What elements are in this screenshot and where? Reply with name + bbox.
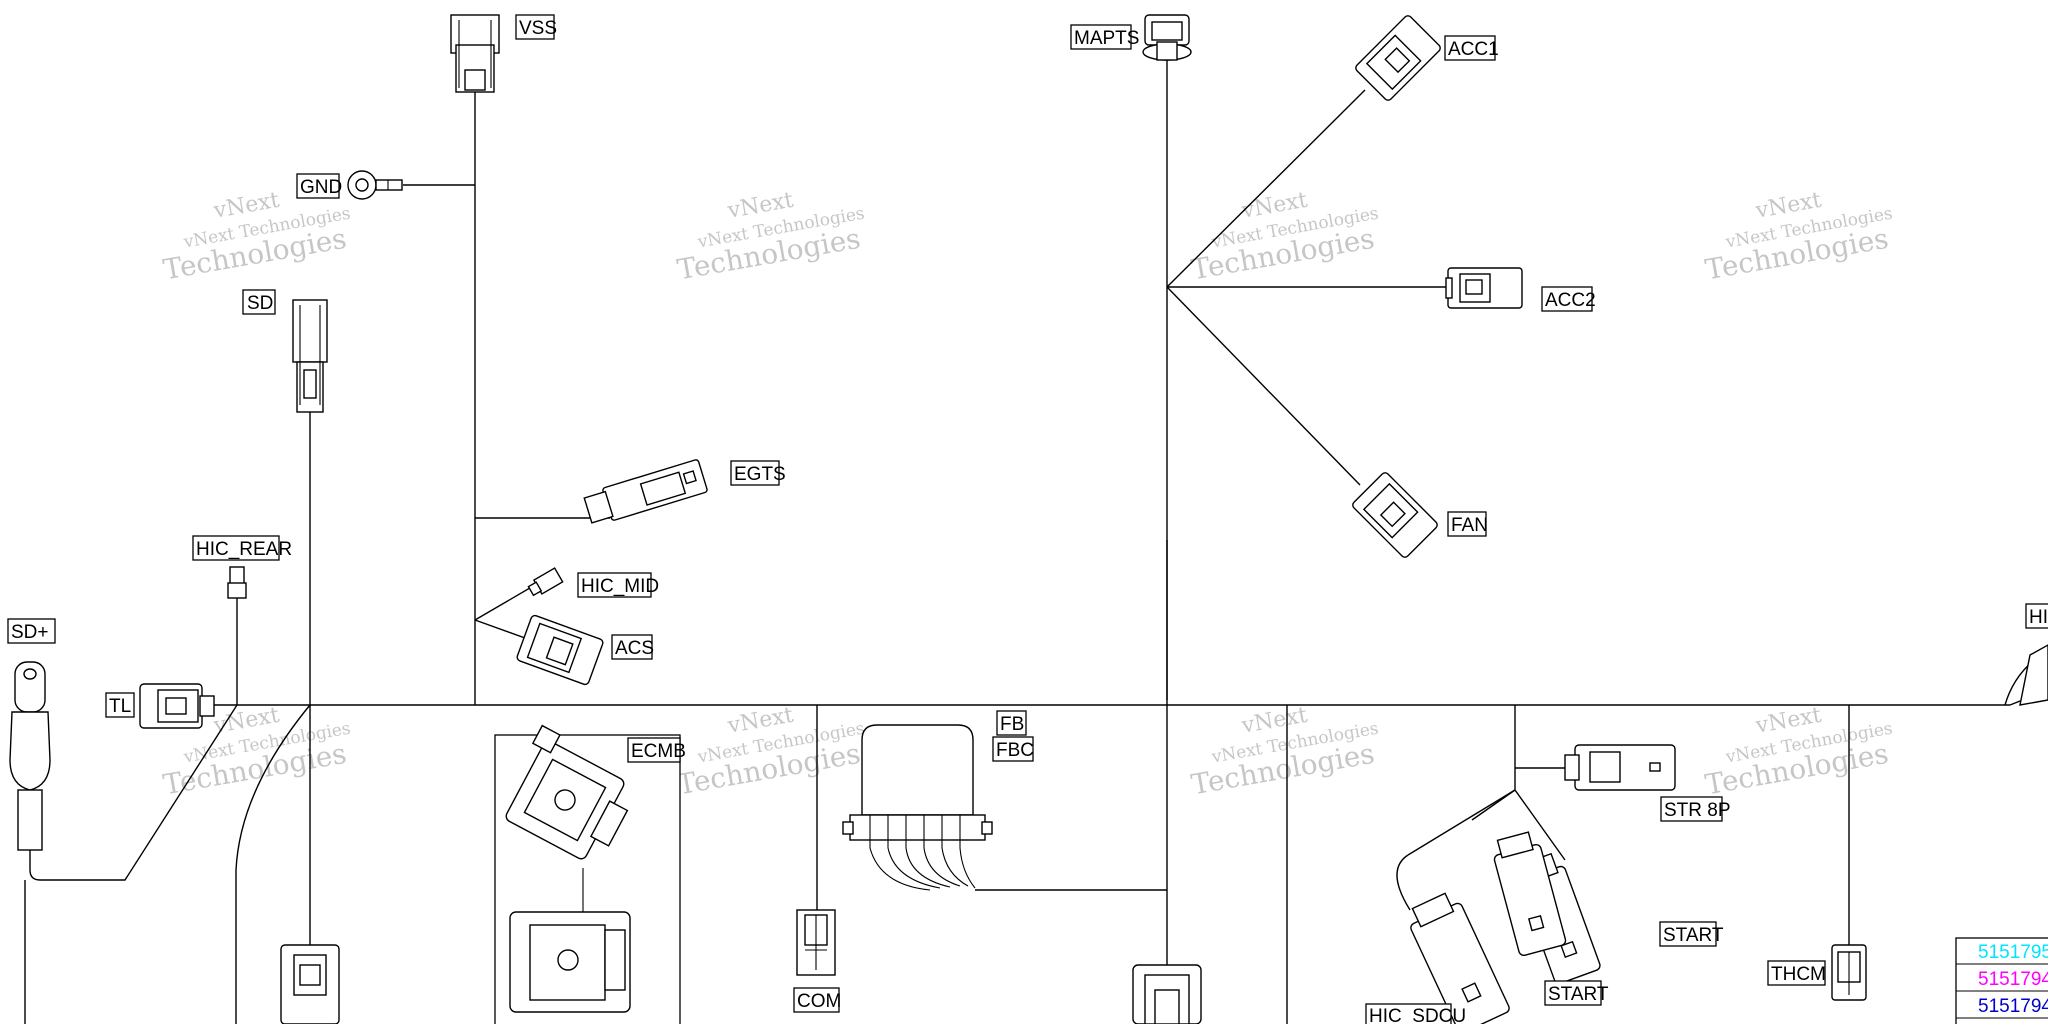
wires	[24, 58, 2048, 1024]
label-acs: ACS	[611, 634, 654, 660]
label-acc1: ACC1	[1444, 35, 1499, 61]
watermark: vNext vNext Technologies Technologies	[675, 703, 866, 802]
thcm-connector[interactable]	[1831, 944, 1867, 1001]
label-sd: SD	[242, 289, 276, 315]
label-hi-partial: HI	[2025, 603, 2048, 629]
acs-branch-wire	[474, 619, 526, 639]
labels: VSS GND SD HIC_REAR SD+ TL EGTS HIC_MID	[7, 14, 2048, 1024]
label-egts: EGTS	[730, 460, 786, 486]
ecmb-upper-connector	[505, 724, 629, 860]
svg-text:HI: HI	[2029, 607, 2048, 628]
mapts-sensor[interactable]	[1142, 14, 1192, 61]
label-str8p: STR 8P	[1660, 796, 1731, 822]
svg-text:HIC_MID: HIC_MID	[581, 576, 659, 597]
svg-text:EGTS: EGTS	[734, 464, 786, 485]
label-fan: FAN	[1447, 511, 1488, 537]
fuse-box-terminals	[869, 815, 961, 848]
part-number-2: 51517940	[1978, 969, 2048, 990]
hic-mid-connector[interactable]	[527, 567, 564, 598]
label-hic-mid: HIC_MID	[577, 572, 659, 598]
label-fbc: FBC	[992, 736, 1034, 762]
label-gnd: GND	[296, 173, 342, 199]
egts-connector[interactable]	[583, 459, 708, 527]
left-drop-wire	[235, 704, 311, 1024]
part-number-table: 51517951 51517940 51517940	[1955, 937, 2048, 1024]
svg-text:START: START	[1663, 925, 1724, 946]
acc2-connector[interactable]	[1445, 267, 1523, 309]
fan-connector[interactable]	[1351, 471, 1439, 559]
svg-text:GND: GND	[300, 177, 342, 198]
svg-text:ACC1: ACC1	[1448, 39, 1499, 60]
svg-text:HIC_SDCU: HIC_SDCU	[1369, 1006, 1466, 1024]
svg-text:FBC: FBC	[996, 740, 1034, 761]
hic-rear-connector[interactable]	[227, 566, 247, 599]
svg-text:FAN: FAN	[1451, 515, 1488, 536]
svg-text:HIC_REAR: HIC_REAR	[196, 539, 292, 560]
start-split-wire-3	[1514, 789, 1566, 861]
label-start-1: START	[1659, 921, 1724, 947]
sd-plus-branch-wire	[29, 704, 238, 881]
label-vss: VSS	[515, 14, 557, 40]
svg-text:STR 8P: STR 8P	[1664, 800, 1731, 821]
sd-plus-terminal[interactable]	[9, 661, 51, 851]
watermark: vNext vNext Technologies Technologies	[1189, 703, 1380, 802]
svg-text:MAPTS: MAPTS	[1074, 28, 1139, 49]
acs-connector[interactable]	[516, 614, 604, 686]
ecmb-module[interactable]	[494, 724, 681, 1024]
tl-connector[interactable]	[139, 683, 215, 729]
svg-text:SD+: SD+	[11, 622, 49, 643]
com-connector[interactable]	[796, 909, 836, 976]
label-start-2: START	[1544, 980, 1609, 1006]
mapts-lower-connector[interactable]	[1132, 964, 1202, 1024]
fan-branch-wire	[1166, 286, 1361, 486]
svg-text:ACS: ACS	[615, 638, 654, 659]
sd-connector[interactable]	[292, 299, 328, 413]
str8p-connector[interactable]	[1564, 744, 1676, 791]
svg-text:TL: TL	[109, 696, 131, 717]
hic-sdcu-connector[interactable]	[1403, 889, 1510, 1024]
label-acc2: ACC2	[1541, 286, 1596, 312]
hic-mid-branch-wire	[474, 584, 536, 621]
vss-connector[interactable]	[450, 14, 500, 93]
acc1-connector[interactable]	[1354, 14, 1442, 102]
watermark: vNext vNext Technologies Technologies	[1703, 188, 1894, 287]
acc1-branch-wire	[1166, 89, 1366, 288]
label-com: COM	[793, 987, 841, 1013]
start-split-wire-2	[1471, 789, 1516, 821]
fuse-box[interactable]	[842, 724, 993, 891]
watermark: vNext vNext Technologies Technologies	[1189, 188, 1380, 287]
part-number-3: 51517940	[1978, 996, 2048, 1017]
svg-text:ACC2: ACC2	[1545, 290, 1596, 311]
label-mapts: MAPTS	[1070, 24, 1139, 50]
start-split-wire-1	[1407, 789, 1516, 856]
label-sd-plus: SD+	[7, 618, 56, 644]
label-hic-rear: HIC_REAR	[192, 535, 292, 561]
label-fb: FB	[996, 710, 1027, 736]
hic-sdcu-lead-wire	[1396, 854, 1411, 911]
label-tl: TL	[105, 692, 135, 718]
svg-text:THCM: THCM	[1771, 964, 1826, 985]
part-number-1: 51517951	[1978, 942, 2048, 963]
watermark: vNext vNext Technologies Technologies	[675, 188, 866, 287]
label-thcm: THCM	[1767, 960, 1826, 986]
svg-text:START: START	[1548, 984, 1609, 1005]
label-ecmb: ECMB	[627, 737, 686, 763]
svg-text:FB: FB	[1000, 714, 1024, 735]
watermark: vNext vNext Technologies Technologies	[1703, 703, 1894, 802]
start-connector-2[interactable]	[1490, 830, 1567, 957]
bottom-left-connector[interactable]	[280, 944, 340, 1024]
svg-text:COM: COM	[797, 991, 841, 1012]
ecmb-lower-connector	[509, 911, 631, 1013]
label-hic-sdcu: HIC_SDCU	[1365, 1003, 1466, 1024]
svg-text:VSS: VSS	[519, 18, 557, 39]
svg-text:SD: SD	[247, 293, 273, 314]
hi-partial-connector[interactable]	[2019, 644, 2048, 706]
svg-text:ECMB: ECMB	[631, 741, 686, 762]
watermarks: vNext vNext Technologies Technologies vN…	[161, 188, 1894, 802]
gnd-ring-terminal[interactable]	[347, 170, 403, 200]
